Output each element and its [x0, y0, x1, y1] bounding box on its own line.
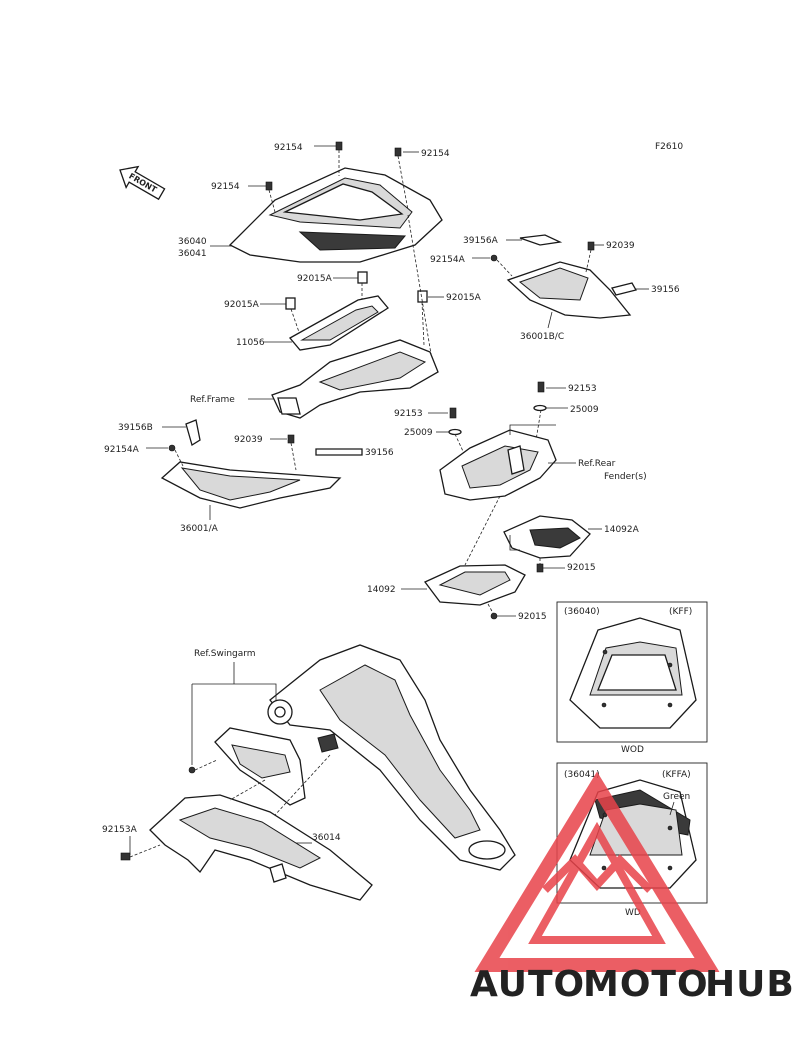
label-92153-b: 92153 — [394, 409, 423, 419]
bolt-icon — [188, 766, 196, 774]
label-92015A-c: 92015A — [446, 293, 482, 303]
bolt-icon — [449, 407, 457, 419]
label-92154A-b: 92154A — [104, 445, 140, 455]
bolt-icon — [394, 147, 402, 157]
label-92154-b: 92154 — [421, 149, 450, 159]
label-ref-rear-2: Fender(s) — [604, 472, 647, 482]
label-25009-a: 25009 — [570, 405, 599, 415]
inset-top-color: WOD — [621, 745, 644, 755]
label-ref-swingarm: Ref.Swingarm — [194, 649, 256, 659]
label-92153-a: 92153 — [568, 384, 597, 394]
bolt-icon — [587, 241, 595, 251]
collar-icon — [357, 271, 368, 284]
inset-panel-wod — [556, 601, 708, 743]
label-ref-rear-1: Ref.Rear — [578, 459, 616, 469]
label-39156-a: 39156 — [651, 285, 680, 295]
label-92015-a: 92015 — [567, 563, 596, 573]
label-14092A: 14092A — [604, 525, 640, 535]
inset-bottom-color-note: Green — [663, 792, 690, 802]
label-92154-c: 92154 — [211, 182, 240, 192]
inset-bottom-color: WD — [625, 908, 641, 918]
inset-bottom-code: (KFFA) — [662, 770, 691, 780]
label-36040: 36040 — [178, 237, 207, 247]
washer-icon — [533, 404, 547, 412]
chain-guard-part — [149, 794, 373, 901]
bracket-part — [288, 295, 389, 351]
watermark-text-2: MOTO — [583, 964, 709, 1005]
label-92153A: 92153A — [102, 825, 138, 835]
trim-strip — [611, 282, 637, 296]
bolt-icon — [168, 444, 176, 452]
watermark-logo — [474, 771, 720, 972]
chain-guard-upper-part — [214, 727, 306, 806]
label-25009-b: 25009 — [404, 428, 433, 438]
label-11056: 11056 — [236, 338, 265, 348]
front-arrow-icon — [119, 165, 166, 201]
reflector-upper-part — [503, 515, 591, 559]
side-cover-right-part — [506, 261, 632, 319]
trim-strip — [315, 448, 363, 456]
label-92154-a: 92154 — [274, 143, 303, 153]
reflector-lower-part — [423, 564, 526, 606]
side-cover-left-part — [160, 461, 342, 509]
label-39156A: 39156A — [463, 236, 499, 246]
bolt-icon — [537, 381, 545, 393]
frame-part — [271, 339, 439, 419]
label-36001A: 36001/A — [180, 524, 219, 534]
label-39156B: 39156B — [118, 423, 153, 433]
swingarm-part — [267, 644, 516, 871]
inset-top-code: (KFF) — [669, 607, 692, 617]
label-92015A-a: 92015A — [297, 274, 333, 284]
inset-top-part: (36040) — [564, 607, 600, 617]
diagram-code: F2610 — [655, 142, 683, 152]
label-36001BC: 36001B/C — [520, 332, 564, 342]
rear-fender-part — [439, 429, 557, 501]
seat-cowl-part — [228, 167, 443, 263]
label-92015-b: 92015 — [518, 612, 547, 622]
label-39156-b: 39156 — [365, 448, 394, 458]
label-92039-b: 92039 — [234, 435, 263, 445]
washer-icon — [448, 428, 462, 436]
watermark-text-3: HUB — [705, 964, 795, 1005]
label-92015A-b: 92015A — [224, 300, 260, 310]
bolt-icon — [120, 852, 131, 861]
label-36041: 36041 — [178, 249, 207, 259]
label-92154A-a: 92154A — [430, 255, 466, 265]
trim-piece — [185, 419, 201, 447]
collar-icon — [417, 290, 428, 303]
trim-piece — [519, 234, 563, 246]
inset-bottom-part: (36041) — [564, 770, 600, 780]
label-ref-frame: Ref.Frame — [190, 395, 235, 405]
bolt-icon — [490, 254, 498, 262]
bolt-icon — [536, 563, 544, 573]
label-36014: 36014 — [312, 833, 341, 843]
bolt-icon — [265, 181, 273, 191]
label-14092: 14092 — [367, 585, 396, 595]
bolt-icon — [287, 434, 295, 444]
watermark-text-1: AUTO — [470, 964, 585, 1005]
bolt-icon — [490, 612, 498, 620]
label-92039-a: 92039 — [606, 241, 635, 251]
collar-icon — [285, 297, 296, 310]
bolt-icon — [335, 141, 343, 151]
